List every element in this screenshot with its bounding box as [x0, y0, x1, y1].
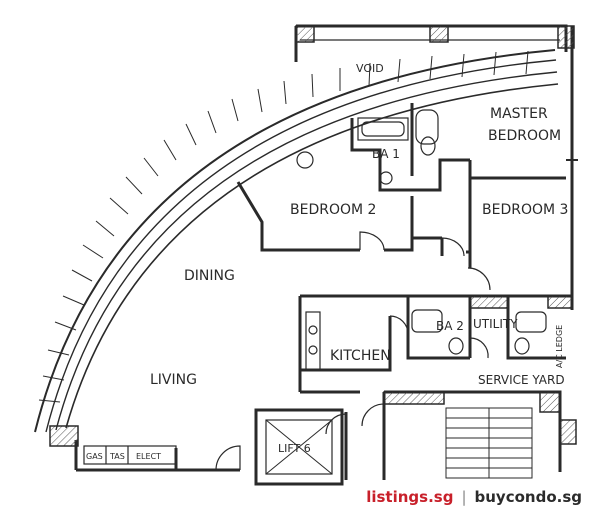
label-elect: ELECT [136, 452, 161, 461]
fixtures [296, 109, 547, 371]
lift-shaft [254, 408, 344, 486]
label-master-bedroom-line2: BEDROOM [488, 128, 561, 144]
staircase [445, 407, 533, 479]
label-ba2: BA 2 [436, 319, 464, 333]
room-labels: VOID MASTER BEDROOM BA 1 BEDROOM 2 BEDRO… [86, 62, 568, 461]
label-service-yard: SERVICE YARD [478, 373, 565, 387]
label-void: VOID [356, 62, 384, 75]
label-dining: DINING [184, 268, 235, 284]
watermark-separator: | [461, 488, 467, 506]
structural-columns [49, 25, 577, 447]
label-bedroom-2: BEDROOM 2 [290, 202, 376, 218]
watermark-buycondo[interactable]: buycondo.sg [474, 488, 582, 506]
label-ac-ledge: A/C LEDGE [555, 325, 564, 368]
walls [74, 24, 578, 480]
watermark-listings[interactable]: listings.sg [366, 488, 454, 506]
label-kitchen: KITCHEN [330, 348, 391, 364]
watermark: listings.sg | buycondo.sg [358, 484, 590, 510]
meter-cabinets [83, 445, 177, 465]
label-tas: TAS [109, 452, 125, 461]
label-bedroom-3: BEDROOM 3 [482, 202, 568, 218]
label-ba1: BA 1 [372, 147, 400, 161]
label-master-bedroom-line1: MASTER [490, 106, 548, 122]
label-lift: LIFT 6 [278, 442, 311, 455]
label-living: LIVING [150, 372, 197, 388]
curved-balcony [34, 49, 559, 433]
label-utility: UTILITY [473, 317, 518, 331]
label-gas: GAS [86, 452, 103, 461]
